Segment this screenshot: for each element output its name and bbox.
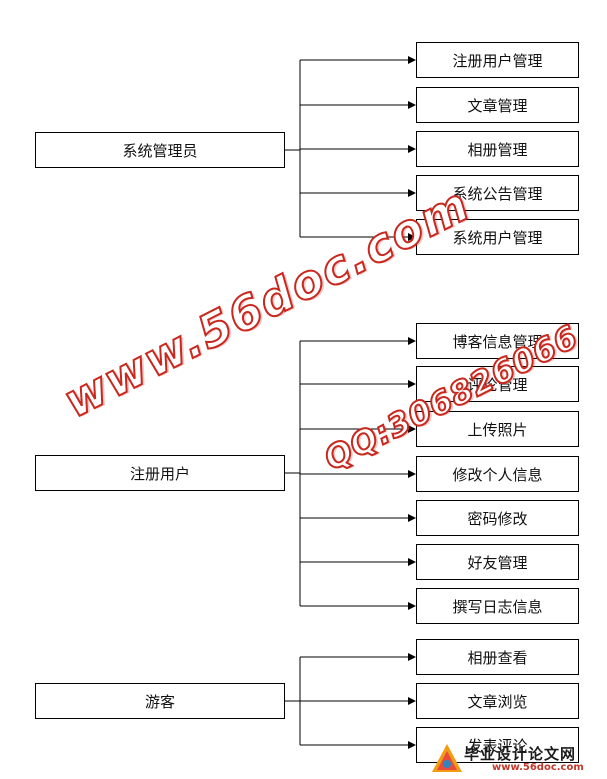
logo-emblem-icon	[432, 744, 462, 772]
function-box: 系统公告管理	[416, 175, 579, 211]
function-box: 评论管理	[416, 366, 579, 402]
function-box: 好友管理	[416, 544, 579, 580]
function-box: 修改个人信息	[416, 456, 579, 492]
function-box: 相册查看	[416, 639, 579, 675]
role-box: 游客	[35, 683, 285, 719]
function-box: 文章浏览	[416, 683, 579, 719]
function-box: 注册用户管理	[416, 42, 579, 78]
function-box: 文章管理	[416, 87, 579, 123]
role-box: 系统管理员	[35, 132, 285, 168]
site-logo: 毕业设计论文网 www.56doc.com	[430, 742, 607, 775]
function-box: 博客信息管理	[416, 323, 579, 359]
function-box: 撰写日志信息	[416, 588, 579, 624]
role-box: 注册用户	[35, 455, 285, 491]
logo-title: 毕业设计论文网	[464, 745, 577, 763]
function-box: 上传照片	[416, 411, 579, 447]
function-box: 相册管理	[416, 131, 579, 167]
logo-url: www.56doc.com	[492, 762, 584, 773]
function-box: 系统用户管理	[416, 219, 579, 255]
function-box: 密码修改	[416, 500, 579, 536]
